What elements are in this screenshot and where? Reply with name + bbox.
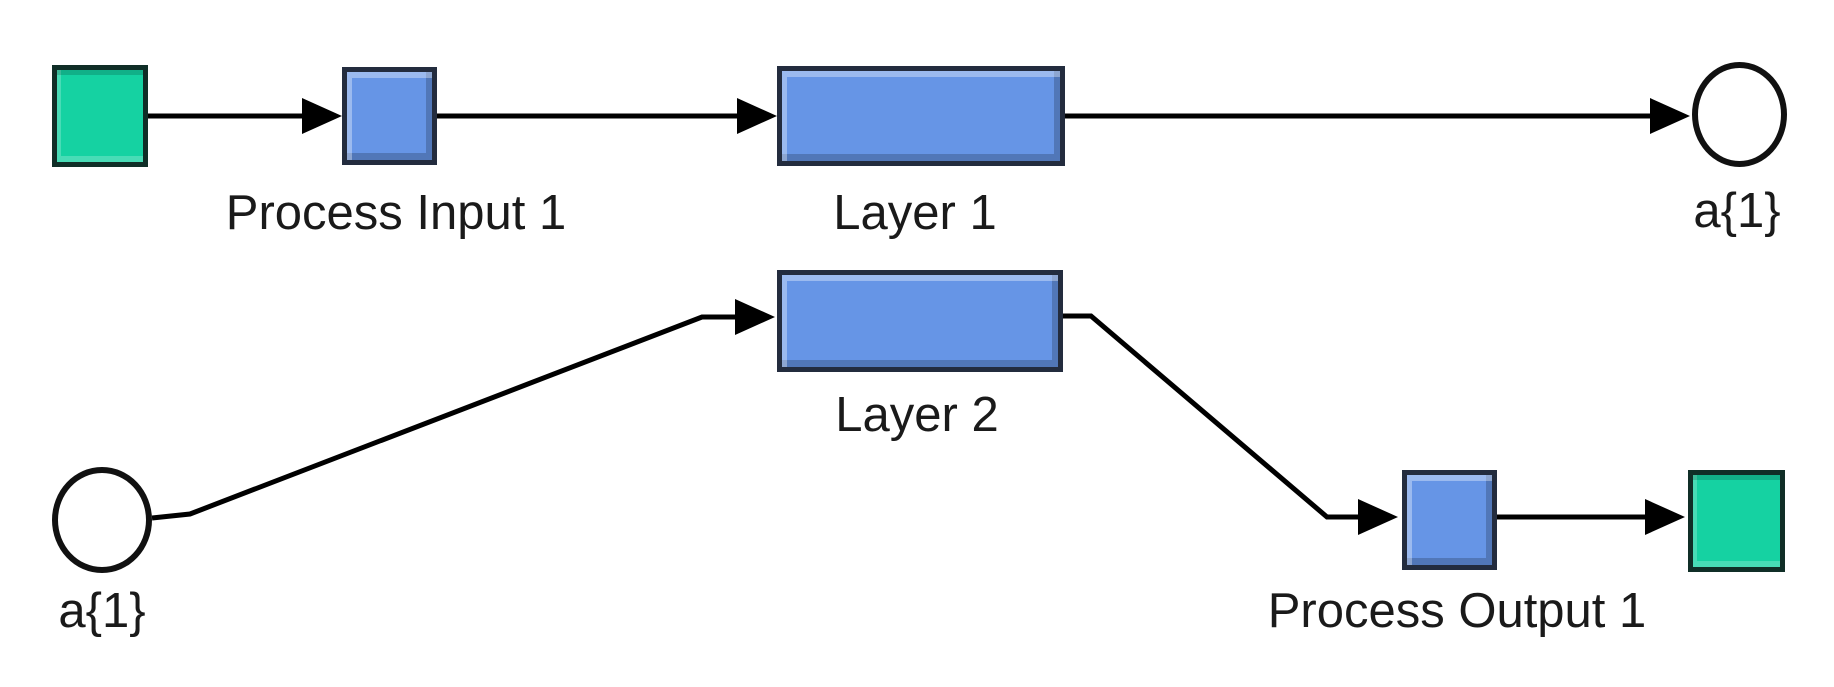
wire-input-to-process-input-1[interactable] [148,98,342,134]
output-terminal-block[interactable] [1688,470,1785,572]
process-input-1-block[interactable] [342,67,437,165]
a1-top-label: a{1} [1693,184,1781,238]
wire-layer-2-to-process-output-1[interactable] [1063,313,1398,535]
a1-input-port[interactable] [52,467,152,573]
input-terminal-block[interactable] [52,65,148,167]
wire-a1-port-to-layer-2[interactable] [151,299,775,521]
wire-layer-1-to-a1-port[interactable] [1065,98,1690,134]
a1-bottom-label: a{1} [58,584,146,638]
arrowhead-icon [302,98,342,134]
arrowhead-icon [735,299,775,335]
process-output-1-block[interactable] [1402,470,1497,570]
arrowhead-icon [1358,499,1398,535]
arrowhead-icon [1650,98,1690,134]
wire-process-input-1-to-layer-1[interactable] [437,98,777,134]
a1-output-port[interactable] [1692,62,1787,167]
layer-1-block[interactable] [777,66,1065,166]
process-input-1-label: Process Input 1 [225,186,567,240]
layer-2-label: Layer 2 [835,388,999,442]
layer-2-block[interactable] [777,270,1063,372]
arrowhead-icon [737,98,777,134]
layer-1-label: Layer 1 [833,186,997,240]
arrowhead-icon [1645,499,1685,535]
process-output-1-label: Process Output 1 [1267,584,1647,638]
wire-process-output-1-to-output[interactable] [1497,499,1685,535]
